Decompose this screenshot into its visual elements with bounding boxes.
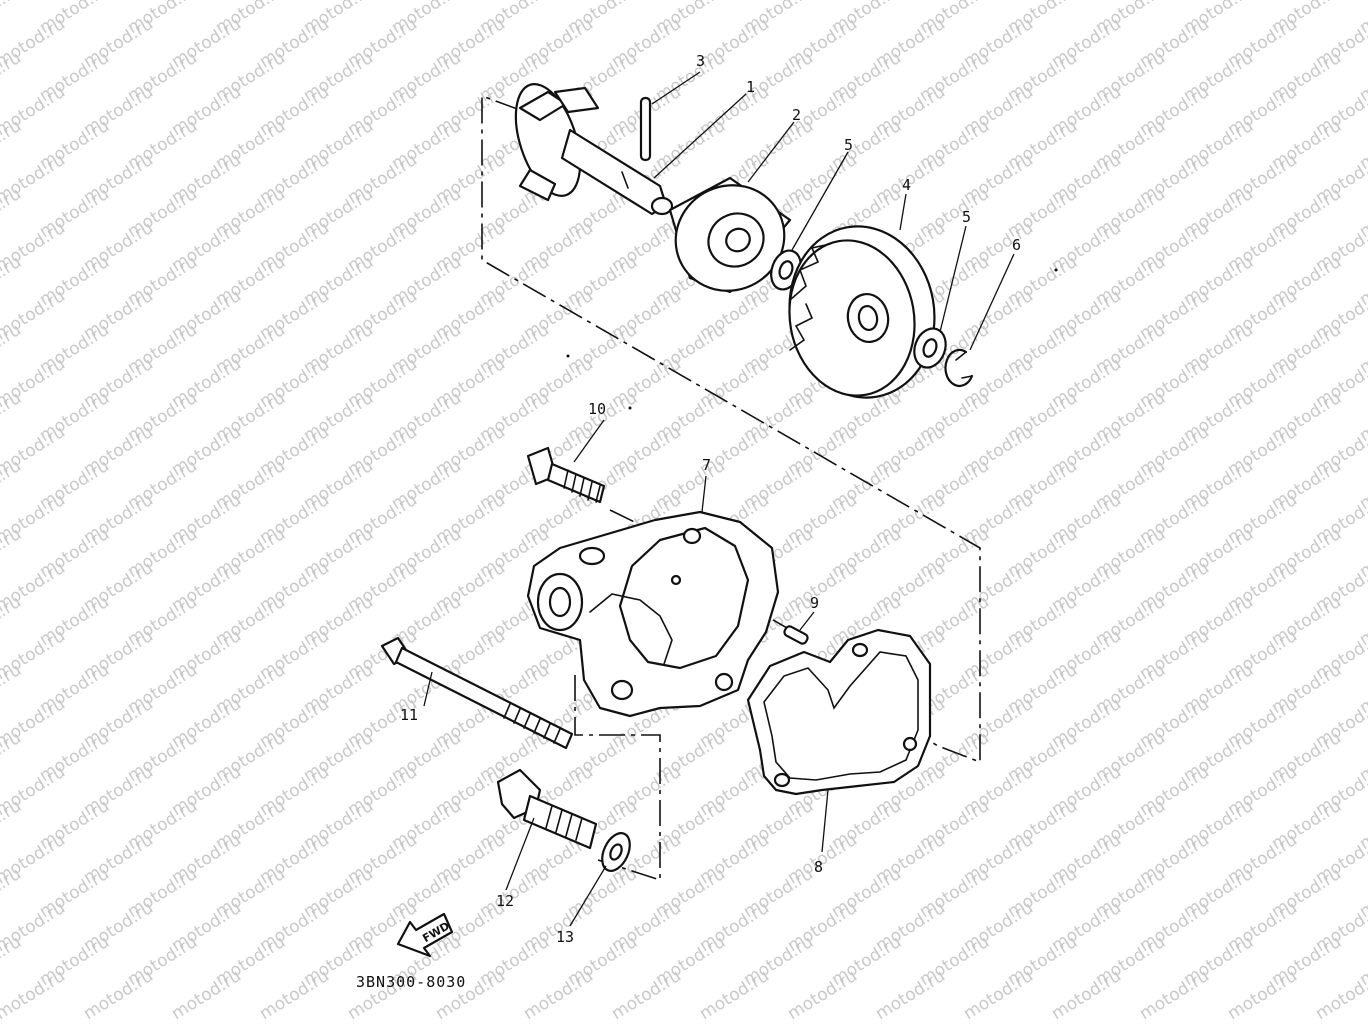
flange-bolt-part — [496, 768, 598, 850]
watermark-text: motod.ru — [1048, 966, 1125, 1024]
callout-label: 6 — [1012, 236, 1021, 254]
callout-label: 9 — [810, 594, 819, 612]
watermark-text: motod.ru — [1356, 0, 1368, 38]
callout-label: 11 — [400, 706, 418, 724]
watermark-text: motod.ru — [1136, 966, 1213, 1024]
pump-housing-part — [526, 510, 780, 718]
callout-label: 7 — [702, 456, 711, 474]
watermark-text: motod.ru — [696, 966, 773, 1024]
watermark-text: motod.ru — [0, 0, 25, 38]
watermark-text: motod.ru — [80, 966, 157, 1024]
dowel-pin-part — [783, 625, 809, 645]
callout-label: 12 — [496, 892, 514, 910]
callout-label: 10 — [588, 400, 606, 418]
gasket-part — [746, 628, 932, 796]
long-bolt-part — [380, 636, 574, 750]
watermark-text: motod.ru — [520, 966, 597, 1024]
watermark-text: motod.ru — [608, 966, 685, 1024]
callout-label: 3 — [696, 52, 705, 70]
watermark-text: motod.ru — [960, 966, 1037, 1024]
impeller-shaft-part — [514, 83, 674, 216]
watermark-text: motod.ru — [872, 966, 949, 1024]
callout-label: 4 — [902, 176, 911, 194]
watermark-text: motod.ru — [0, 966, 69, 1024]
watermark-text: motod.ru — [1224, 966, 1301, 1024]
washer-part — [913, 327, 947, 369]
pin-part — [639, 96, 652, 162]
callout-label: 5 — [962, 208, 971, 226]
callout-labels: 3 1 2 5 4 5 6 10 7 9 11 8 12 13 — [400, 52, 1021, 946]
leader-lines — [423, 71, 1015, 927]
callout-label: 8 — [814, 858, 823, 876]
stray-marks — [566, 268, 1058, 410]
bolt-part — [526, 446, 606, 504]
callout-label: 1 — [746, 78, 755, 96]
callout-label: 13 — [556, 928, 574, 946]
diagram-code: 3BN300-8030 — [356, 973, 466, 991]
gear-part — [788, 225, 936, 399]
callout-label: 2 — [792, 106, 801, 124]
washer-part — [601, 832, 631, 872]
callout-label: 5 — [844, 136, 853, 154]
watermark-text: motod.ru — [256, 966, 333, 1024]
watermark-text: motod.ru — [168, 966, 245, 1024]
watermark-text: motod.ru — [784, 966, 861, 1024]
circlip-part — [944, 348, 974, 388]
bearing-part — [668, 176, 792, 294]
